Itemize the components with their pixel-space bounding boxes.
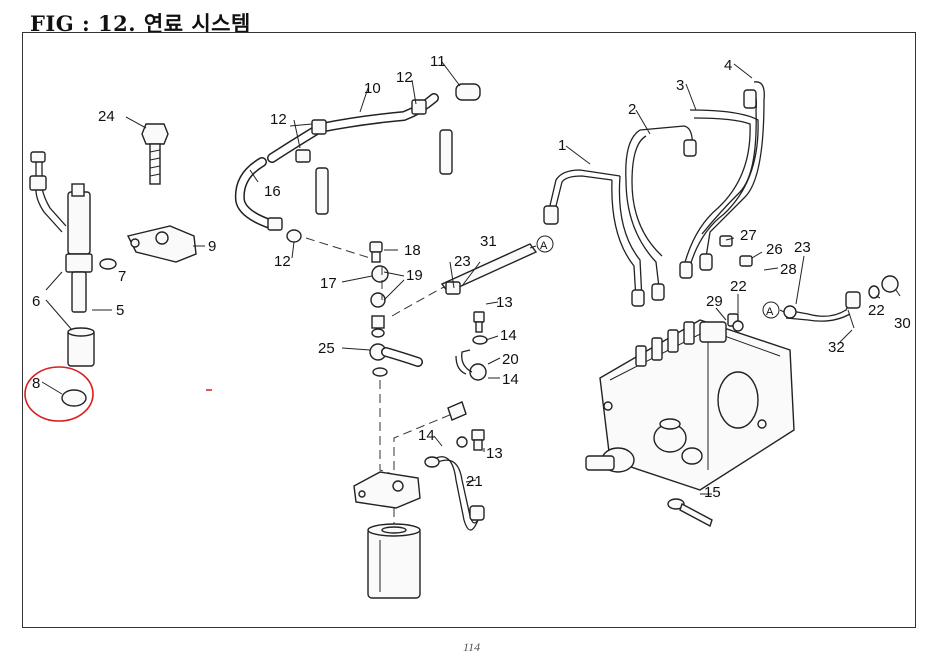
callout-22a: 22 (730, 278, 747, 295)
callout-25: 25 (318, 340, 335, 357)
callout-2: 2 (628, 101, 636, 118)
feed-pipes (424, 235, 554, 531)
callout-labels: 1 2 3 4 5 6 7 8 9 10 11 12 12 12 13 13 1… (32, 53, 911, 501)
callout-16: 16 (264, 183, 281, 200)
callout-13b: 13 (486, 445, 503, 462)
marker-a-right: A (766, 306, 774, 318)
callout-3: 3 (676, 77, 684, 94)
diagram-frame (22, 32, 916, 628)
callout-15: 15 (704, 484, 721, 501)
injector-assembly (29, 116, 205, 407)
callout-14a: 14 (500, 327, 517, 344)
callout-12a: 12 (396, 69, 413, 86)
callout-26: 26 (766, 241, 783, 258)
callout-18: 18 (404, 242, 421, 259)
callout-5: 5 (116, 302, 124, 319)
callout-27: 27 (740, 227, 757, 244)
callout-4: 4 (724, 57, 732, 74)
callout-14c: 14 (418, 427, 435, 444)
callout-30: 30 (894, 315, 911, 332)
callout-24: 24 (98, 108, 115, 125)
callout-32: 32 (828, 339, 845, 356)
injection-pump (585, 255, 901, 528)
callout-23b: 23 (794, 239, 811, 256)
callout-11: 11 (430, 53, 446, 70)
callout-7: 7 (118, 268, 126, 285)
callout-8: 8 (32, 375, 40, 392)
marker-a-left: A (540, 240, 548, 252)
figure-title: FIG : 12. 연료 시스템 (30, 11, 251, 36)
callout-9: 9 (208, 238, 216, 255)
callout-29: 29 (706, 293, 723, 310)
callout-12c: 12 (274, 253, 291, 270)
fuel-filter-assembly (341, 241, 533, 599)
callout-12b: 12 (270, 111, 287, 128)
callout-14b: 14 (502, 371, 519, 388)
callout-28: 28 (780, 261, 797, 278)
callout-13a: 13 (496, 294, 513, 311)
callout-23a: 23 (454, 253, 471, 270)
callout-17: 17 (320, 275, 337, 292)
callout-21: 21 (466, 473, 483, 490)
fuel-return-hoses (234, 61, 481, 259)
callout-19: 19 (406, 267, 423, 284)
callout-6: 6 (32, 293, 40, 310)
callout-20: 20 (502, 351, 519, 368)
callout-1: 1 (558, 137, 566, 154)
injection-pipes (543, 63, 779, 307)
page-number: 114 (463, 640, 481, 654)
callout-31: 31 (480, 233, 497, 250)
callout-10: 10 (364, 80, 381, 97)
callout-22b: 22 (868, 302, 885, 319)
highlight-circle (24, 366, 94, 422)
